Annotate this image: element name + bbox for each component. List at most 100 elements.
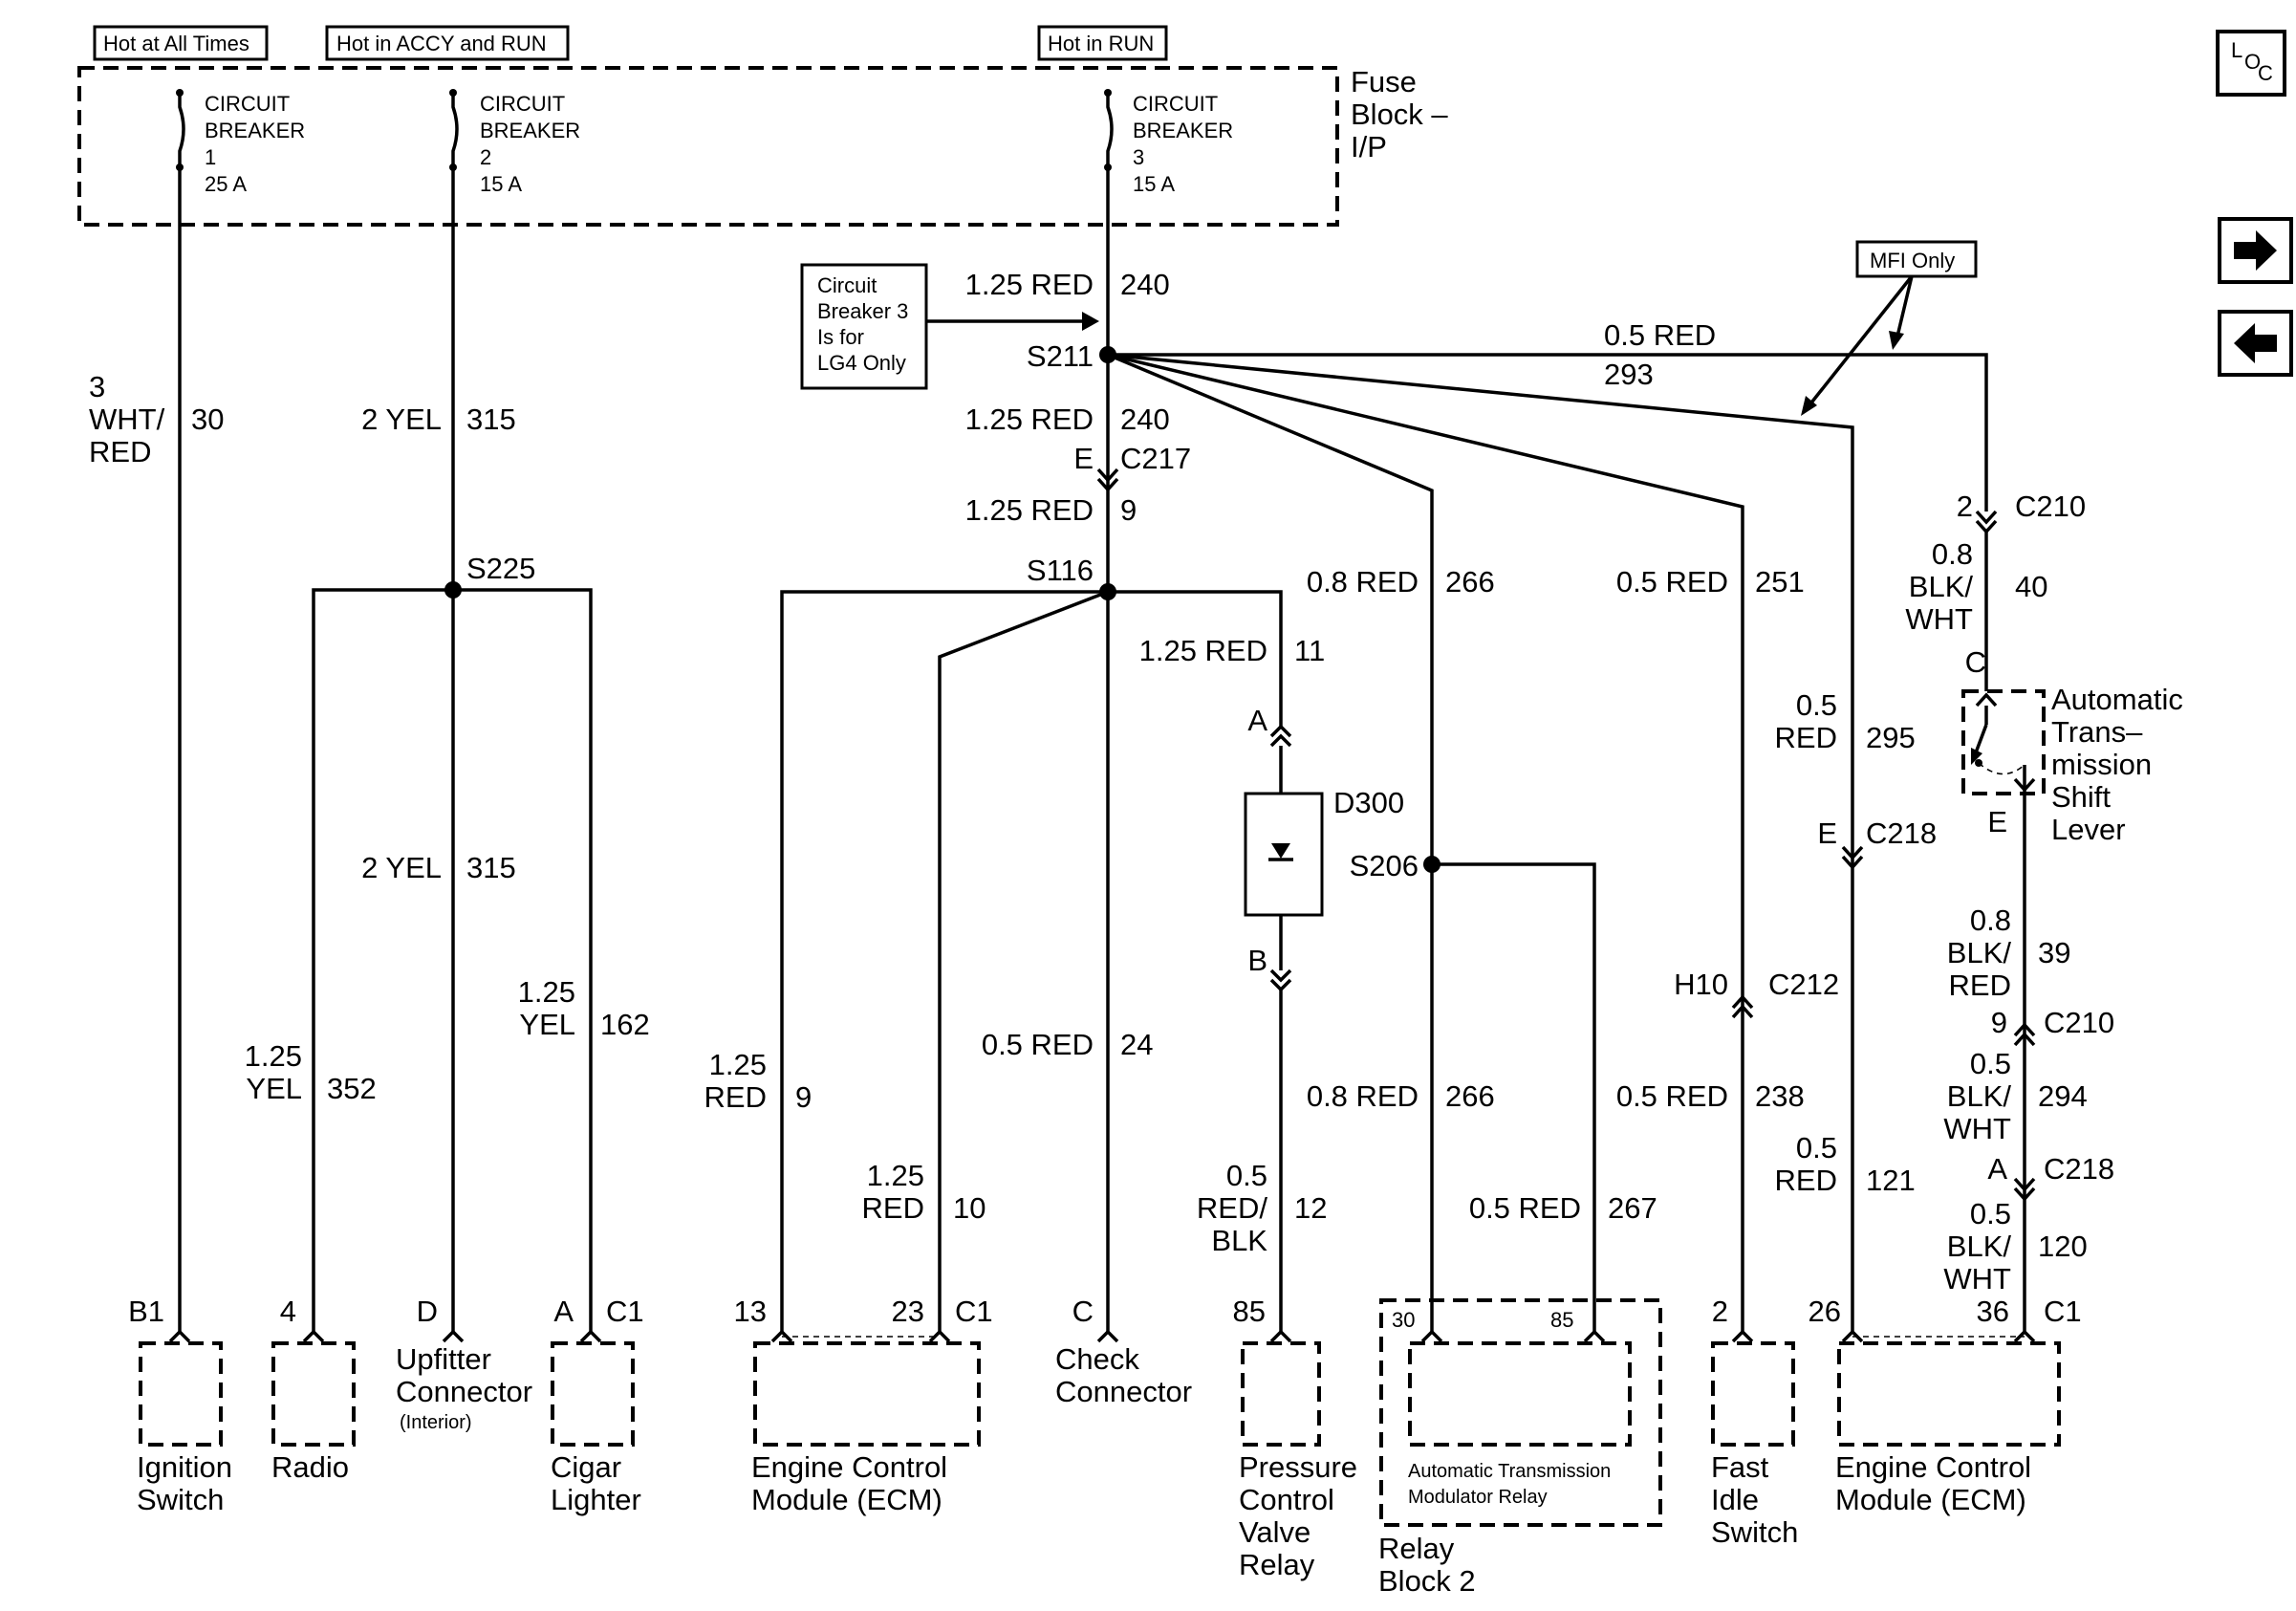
wire-label: 0.5 RED bbox=[1604, 318, 1716, 352]
tag-hot-at-all-times: Hot at All Times bbox=[93, 25, 269, 61]
wire-293 bbox=[1108, 353, 1988, 512]
loc-button[interactable]: L O C bbox=[2216, 30, 2286, 97]
wire-label: RED bbox=[862, 1191, 924, 1225]
svg-text:Modulator Relay: Modulator Relay bbox=[1408, 1487, 1548, 1508]
svg-text:Breaker 3: Breaker 3 bbox=[817, 299, 908, 323]
wire-label: 0.8 RED bbox=[1307, 1079, 1419, 1113]
svg-text:Switch: Switch bbox=[137, 1483, 224, 1516]
wire-label: RED bbox=[704, 1080, 767, 1114]
svg-text:CIRCUIT: CIRCUIT bbox=[480, 92, 565, 116]
connector-pin: E bbox=[1073, 442, 1094, 475]
svg-text:CIRCUIT: CIRCUIT bbox=[1133, 92, 1218, 116]
tag-hot-in-run: Hot in RUN bbox=[1037, 25, 1168, 61]
arrow-right-icon bbox=[2234, 230, 2277, 271]
svg-text:Engine Control: Engine Control bbox=[1835, 1450, 2031, 1484]
svg-text:3: 3 bbox=[1133, 145, 1144, 169]
shift-lever-switch bbox=[1975, 692, 1998, 708]
svg-text:Connector: Connector bbox=[396, 1375, 532, 1408]
wire-number: 12 bbox=[1294, 1191, 1327, 1225]
component-label: Shift bbox=[2051, 780, 2111, 814]
wire-9 bbox=[780, 590, 1108, 1332]
component-label: D300 bbox=[1333, 786, 1404, 819]
wire-162 bbox=[453, 588, 593, 1332]
svg-text:Switch: Switch bbox=[1711, 1515, 1798, 1549]
svg-text:Automatic Transmission: Automatic Transmission bbox=[1408, 1461, 1611, 1482]
svg-text:23: 23 bbox=[892, 1295, 924, 1328]
connector-pin: E bbox=[1817, 816, 1837, 850]
wire-label: 0.5 bbox=[1796, 1131, 1837, 1165]
connector-c217 bbox=[1096, 468, 1119, 492]
connector-c210 bbox=[1975, 510, 1998, 534]
svg-text:25 A: 25 A bbox=[205, 172, 247, 196]
component-cigar-lighter: A C1 Cigar Lighter bbox=[551, 1295, 644, 1516]
connector-name: C210 bbox=[2015, 490, 2086, 523]
svg-text:2: 2 bbox=[1712, 1295, 1728, 1328]
svg-text:Block 2: Block 2 bbox=[1378, 1564, 1476, 1598]
connector-pin: A bbox=[1987, 1152, 2007, 1186]
wire-266 bbox=[1107, 353, 1434, 1332]
wire-label: RED/ bbox=[1197, 1191, 1267, 1225]
connector-d300-a bbox=[1269, 724, 1292, 738]
wire-number: 40 bbox=[2015, 570, 2047, 603]
fuse-block-outline bbox=[77, 66, 1339, 227]
svg-text:O: O bbox=[2244, 50, 2261, 74]
wire-number: 30 bbox=[191, 403, 224, 436]
svg-text:Check: Check bbox=[1055, 1342, 1139, 1376]
svg-text:85: 85 bbox=[1233, 1295, 1266, 1328]
svg-text:Radio: Radio bbox=[271, 1450, 349, 1484]
component-ecm-left: 13 23 C1 Engine Control Module (ECM) bbox=[734, 1295, 993, 1516]
svg-text:C1: C1 bbox=[606, 1295, 644, 1328]
wire-label: WHT/ bbox=[89, 403, 165, 436]
svg-text:Valve: Valve bbox=[1239, 1515, 1310, 1549]
wire-number: 352 bbox=[327, 1072, 377, 1105]
wire-label: BLK/ bbox=[1947, 1230, 2012, 1263]
wire-number: 120 bbox=[2038, 1230, 2088, 1263]
svg-text:30: 30 bbox=[1392, 1308, 1415, 1332]
wire-label: 1.25 bbox=[867, 1159, 924, 1192]
connector-name: C218 bbox=[1866, 816, 1937, 850]
wire-label: 0.5 RED bbox=[982, 1028, 1094, 1061]
wire-number: 266 bbox=[1445, 565, 1495, 599]
svg-text:Lighter: Lighter bbox=[551, 1483, 641, 1516]
note-cb3-lg4-only: Circuit Breaker 3 Is for LG4 Only bbox=[800, 263, 1099, 390]
wire-label: 2 YEL bbox=[361, 403, 442, 436]
connector-c218 bbox=[1841, 845, 1864, 870]
connector-pin: B bbox=[1247, 944, 1267, 977]
svg-text:BREAKER: BREAKER bbox=[1133, 119, 1233, 142]
arrow-left-icon bbox=[2234, 323, 2277, 363]
splice-label: S211 bbox=[1027, 339, 1094, 373]
wire-label: 1.25 RED bbox=[1139, 634, 1267, 667]
pin-terminals bbox=[168, 1329, 2036, 1343]
wire-label: RED bbox=[1775, 721, 1837, 754]
wire-295 bbox=[1107, 353, 1854, 1332]
svg-text:Idle: Idle bbox=[1711, 1483, 1759, 1516]
wire-number: 295 bbox=[1866, 721, 1916, 754]
svg-text:15 A: 15 A bbox=[1133, 172, 1175, 196]
svg-text:13: 13 bbox=[734, 1295, 767, 1328]
wire-number: 10 bbox=[953, 1191, 986, 1225]
splice-label: S206 bbox=[1350, 849, 1419, 882]
next-page-button[interactable] bbox=[2218, 217, 2293, 284]
connector-pin: 9 bbox=[1991, 1006, 2007, 1039]
wire-label: 2 YEL bbox=[361, 851, 442, 884]
wire-label: BLK bbox=[1211, 1224, 1267, 1257]
svg-text:4: 4 bbox=[280, 1295, 296, 1328]
wire-label: RED bbox=[89, 435, 151, 468]
connector-pin: C bbox=[1965, 645, 1986, 679]
previous-page-button[interactable] bbox=[2218, 310, 2293, 377]
svg-text:Pressure: Pressure bbox=[1239, 1450, 1357, 1484]
svg-text:(Interior): (Interior) bbox=[400, 1412, 472, 1433]
component-fast-idle-switch: 2 Fast Idle Switch bbox=[1711, 1295, 1798, 1549]
svg-text:Upfitter: Upfitter bbox=[396, 1342, 491, 1376]
wire-label: 1.25 RED bbox=[965, 403, 1094, 436]
wire-label: 0.5 RED bbox=[1469, 1191, 1581, 1225]
svg-text:Control: Control bbox=[1239, 1483, 1334, 1516]
svg-text:L: L bbox=[2231, 38, 2242, 62]
wire-label: YEL bbox=[519, 1008, 575, 1041]
svg-text:Cigar: Cigar bbox=[551, 1450, 621, 1484]
svg-text:Hot in ACCY and RUN: Hot in ACCY and RUN bbox=[336, 32, 547, 55]
wire-number: 240 bbox=[1120, 268, 1170, 301]
wire-label: RED bbox=[1949, 969, 2011, 1002]
connector-pin: E bbox=[1987, 805, 2007, 838]
